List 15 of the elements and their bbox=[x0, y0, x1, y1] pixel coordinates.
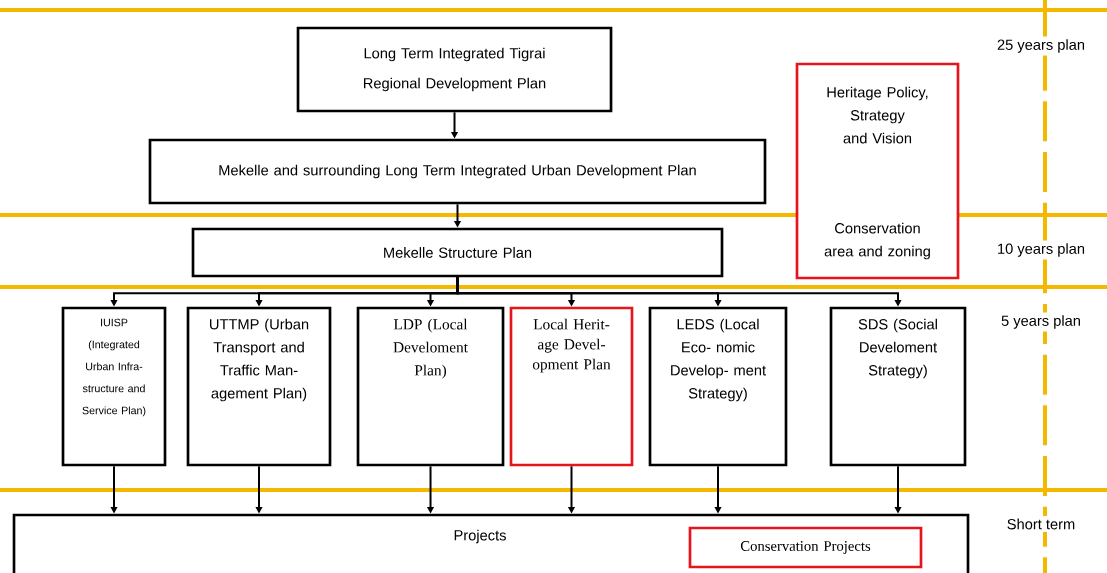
plan-box: UTTMP (Urban Transport and Traffic Man- agement Plan) bbox=[186, 306, 332, 467]
plan-box: Local Herit- age Devel- opment Plan bbox=[509, 306, 634, 467]
timescale-label: 10 years plan bbox=[994, 240, 1088, 260]
timescale-label: Short term bbox=[1004, 515, 1078, 533]
plan-box: Mekelle Structure Plan bbox=[191, 227, 724, 278]
timescale-label: 5 years plan bbox=[998, 312, 1084, 332]
plan-box: LEDS (Local Eco- nomic Develop- ment Strategy) bbox=[648, 306, 788, 467]
plan-box: LDP (Local Develoment Plan) bbox=[356, 306, 505, 467]
plan-box: SDS (Social Develoment Strategy) bbox=[829, 306, 967, 467]
plan-box: Conservation Projects bbox=[688, 526, 923, 569]
timescale-label: 25 years plan bbox=[994, 36, 1088, 56]
plan-box: Mekelle and surrounding Long Term Integrated Urban Development Plan bbox=[148, 138, 767, 205]
plan-box: IUISP (Integrated Urban Infra- structure and Service Plan) bbox=[61, 306, 167, 467]
plan-box: Long Term Integrated Tigrai Regional Development Plan bbox=[296, 26, 613, 113]
policy-box: Heritage Policy, Strategy and Vision Conservation area and zoning bbox=[795, 62, 960, 280]
